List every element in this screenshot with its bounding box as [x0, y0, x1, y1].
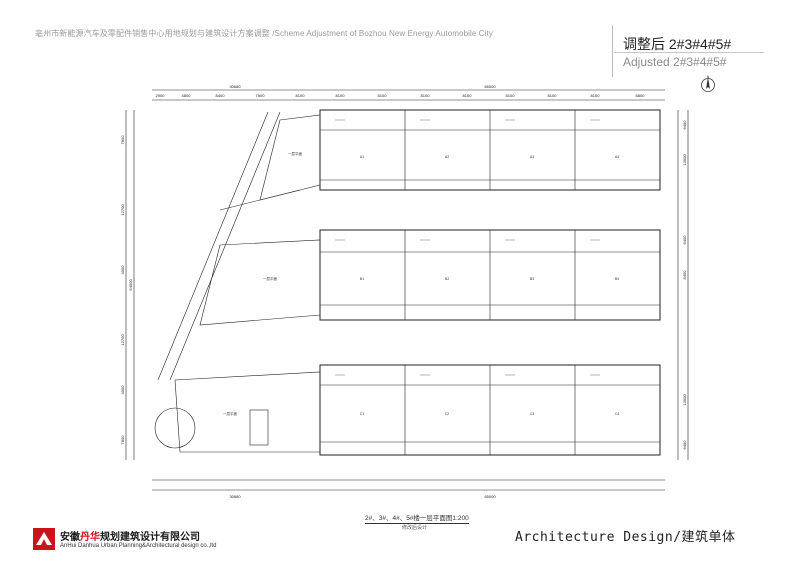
dim-left-5: 7800 [120, 435, 125, 445]
dim-top-7: 8100 [421, 93, 431, 98]
shop-label: B3 [530, 277, 534, 281]
dim-bottom-right: 65000 [484, 494, 496, 499]
dim-total-vertical: 64000 [128, 279, 133, 291]
dim-left-2: 4000 [120, 265, 125, 275]
dim-top-2: 8400 [216, 93, 226, 98]
dim-top-10: 8100 [548, 93, 558, 98]
title-chinese: 调整后 2#3#4#5# [623, 36, 732, 52]
shop-label: B1 [360, 277, 364, 281]
dim-top-12: 6800 [636, 93, 646, 98]
dim-left-4: 4000 [120, 385, 125, 395]
title-block-divider [612, 25, 763, 77]
dim-right-0: 6400 [682, 120, 687, 130]
title-english: Adjusted 2#3#4#5# [623, 55, 727, 69]
section-label: Architecture Design/建筑单体 [515, 530, 736, 545]
shop-label: B2 [445, 277, 449, 281]
dim-top-0: 2900 [156, 93, 166, 98]
company-name-cn-prefix: 安徽 [60, 532, 80, 543]
dim-top-11: 8100 [591, 93, 601, 98]
dim-left-0: 7800 [120, 135, 125, 145]
svg-text:N: N [707, 75, 710, 79]
floor-plan-drawing: 2900 4800 8400 7500 8100 8100 8100 8100 … [120, 84, 689, 499]
shop-label: B4 [615, 277, 619, 281]
north-arrow-icon: N [701, 75, 715, 92]
dim-right-3: 8400 [682, 270, 687, 280]
dim-top-1: 4800 [182, 93, 192, 98]
plan-caption: 2#、3#、4#、5#楼一层平面图1:200 [365, 512, 469, 524]
wing-label: 一层平面 [288, 151, 302, 156]
shop-label: C2 [445, 412, 450, 416]
company-name-cn-suffix: 规划建筑设计有限公司 [100, 532, 200, 543]
dim-right-1: 13000 [682, 154, 687, 166]
shop-label: A3 [530, 155, 534, 159]
dim-top-5: 8100 [336, 93, 346, 98]
dim-total-left: 30680 [229, 84, 241, 89]
shop-label: A2 [445, 155, 449, 159]
title-rule [614, 52, 764, 53]
dim-bottom-left: 30680 [229, 494, 241, 499]
shop-label: A1 [360, 155, 364, 159]
dim-right-5: 6400 [682, 440, 687, 450]
dim-top-8: 8100 [463, 93, 473, 98]
shop-label: C1 [360, 412, 365, 416]
dim-left-3: 12700 [120, 334, 125, 346]
dim-top-9: 8100 [506, 93, 516, 98]
dim-top-6: 8100 [378, 93, 388, 98]
company-logo-icon [33, 528, 55, 550]
dim-right-4: 13000 [682, 394, 687, 406]
wing-label: 一层平面 [263, 276, 277, 281]
dim-top-3: 7500 [256, 93, 266, 98]
wing-label: 一层平面 [223, 411, 237, 416]
dim-top-4: 8100 [296, 93, 306, 98]
dim-left-1: 12700 [120, 204, 125, 216]
plan-scale-note: 修改后设计 [402, 525, 428, 531]
project-header-text: 亳州市新能源汽车及零配件销售中心用地规划与建筑设计方案调整 /Scheme Ad… [35, 29, 493, 38]
company-name-cn: 安徽丹华规划建筑设计有限公司 [60, 528, 200, 543]
dim-right-2: 6400 [682, 235, 687, 245]
company-name-en: AnHui Danhua Urban Planning&Architectura… [60, 543, 217, 549]
shop-label: A4 [615, 155, 619, 159]
company-name-cn-accent: 丹华 [80, 532, 100, 543]
shop-label: C4 [615, 412, 620, 416]
shop-label: C3 [530, 412, 535, 416]
dim-total-right: 65000 [484, 84, 496, 89]
